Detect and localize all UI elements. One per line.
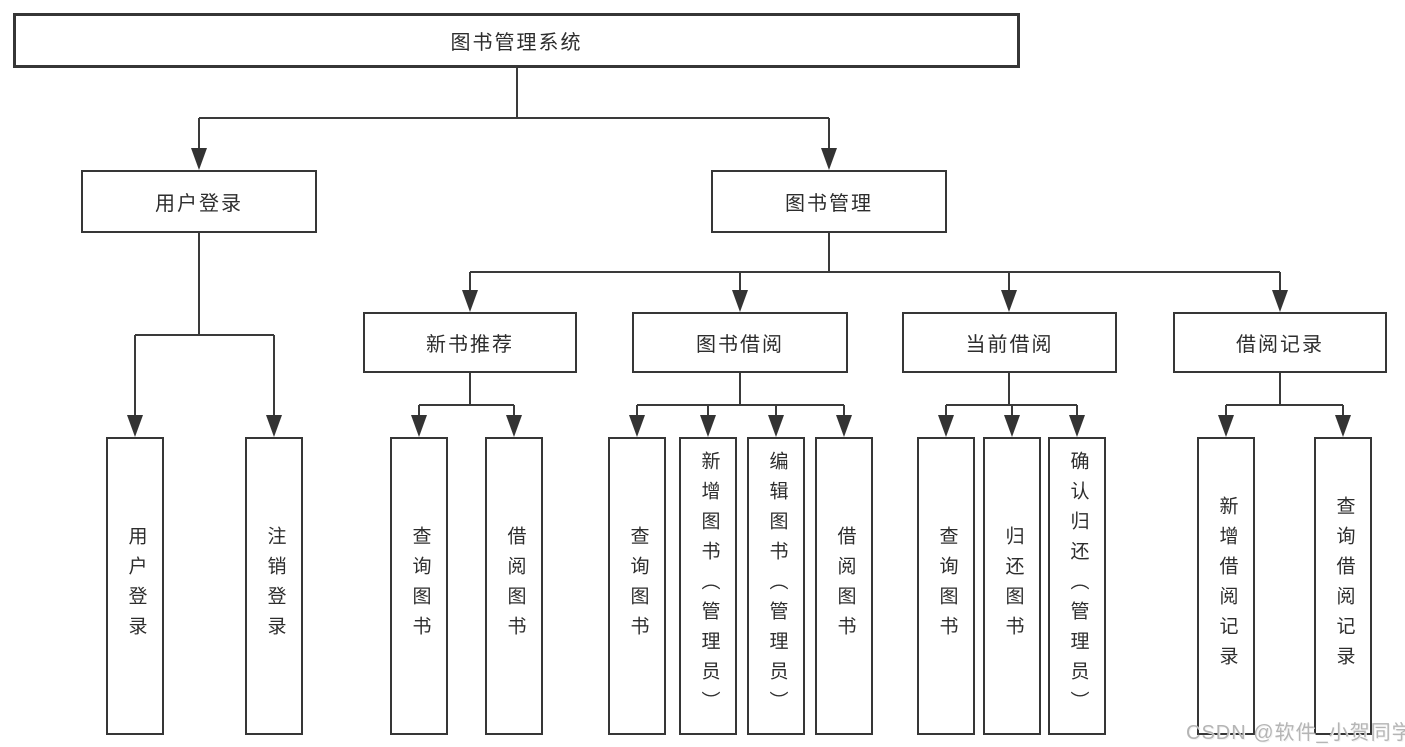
- leaf-edit-book-admin: 编辑图书（管理员）: [747, 437, 805, 735]
- arrow-down-icon: [768, 415, 784, 437]
- leaf-label: 新增图书（管理员）: [698, 451, 720, 721]
- leaf-label: 确认归还（管理员）: [1067, 451, 1089, 721]
- leaf-borrowsec-query-books: 查询图书: [608, 437, 666, 735]
- arrow-down-icon: [191, 148, 207, 170]
- node-new-book-recommendation: 新书推荐: [363, 312, 577, 373]
- leaf-label: 查询图书: [409, 526, 431, 646]
- connector-user-login-to-leaves: [134, 233, 275, 427]
- arrow-down-icon: [266, 415, 282, 437]
- arrow-down-icon: [506, 415, 522, 437]
- arrow-down-icon: [700, 415, 716, 437]
- connector-book-management-to-sections: [469, 233, 1281, 302]
- leaf-add-borrow-record: 新增借阅记录: [1197, 437, 1255, 735]
- node-book-borrowing: 图书借阅: [632, 312, 848, 373]
- node-library-management-system: 图书管理系统: [13, 13, 1020, 68]
- arrow-down-icon: [1218, 415, 1234, 437]
- arrow-down-icon: [127, 415, 143, 437]
- node-book-management-branch: 图书管理: [711, 170, 947, 233]
- leaf-confirm-return-admin: 确认归还（管理员）: [1048, 437, 1106, 735]
- connector-root-to-level2: [198, 68, 830, 160]
- leaf-label: 查询图书: [936, 526, 958, 646]
- leaf-label: 新增借阅记录: [1216, 496, 1238, 676]
- arrow-down-icon: [938, 415, 954, 437]
- watermark: CSDN @软件_小贺同学: [1186, 722, 1405, 744]
- leaf-return-books: 归还图书: [983, 437, 1041, 735]
- leaf-label: 归还图书: [1002, 526, 1024, 646]
- leaf-add-book-admin: 新增图书（管理员）: [679, 437, 737, 735]
- arrow-down-icon: [1001, 290, 1017, 312]
- arrow-down-icon: [836, 415, 852, 437]
- arrow-down-icon: [732, 290, 748, 312]
- leaf-current-query-books: 查询图书: [917, 437, 975, 735]
- node-current-borrowing: 当前借阅: [902, 312, 1117, 373]
- leaf-label: 借阅图书: [834, 526, 856, 646]
- connector-borrowing-records: [1225, 373, 1344, 427]
- node-borrowing-records: 借阅记录: [1173, 312, 1387, 373]
- arrow-down-icon: [411, 415, 427, 437]
- leaf-label: 编辑图书（管理员）: [766, 451, 788, 721]
- arrow-down-icon: [1335, 415, 1351, 437]
- leaf-label: 用户登录: [125, 526, 147, 646]
- leaf-recommend-query-books: 查询图书: [390, 437, 448, 735]
- node-user-login-branch: 用户登录: [81, 170, 317, 233]
- leaf-recommend-borrow-books: 借阅图书: [485, 437, 543, 735]
- leaf-label: 查询图书: [627, 526, 649, 646]
- leaf-logout: 注销登录: [245, 437, 303, 735]
- arrow-down-icon: [1004, 415, 1020, 437]
- arrow-down-icon: [462, 290, 478, 312]
- leaf-query-borrow-record: 查询借阅记录: [1314, 437, 1372, 735]
- leaf-user-login: 用户登录: [106, 437, 164, 735]
- connector-new-book-recommendation: [418, 373, 515, 427]
- leaf-label: 注销登录: [264, 526, 286, 646]
- arrow-down-icon: [821, 148, 837, 170]
- arrow-down-icon: [629, 415, 645, 437]
- arrow-down-icon: [1272, 290, 1288, 312]
- leaf-borrow-books: 借阅图书: [815, 437, 873, 735]
- leaf-label: 借阅图书: [504, 526, 526, 646]
- connector-book-borrowing: [636, 373, 845, 427]
- arrow-down-icon: [1069, 415, 1085, 437]
- arrowhead-icons: [127, 148, 1351, 437]
- leaf-label: 查询借阅记录: [1333, 496, 1355, 676]
